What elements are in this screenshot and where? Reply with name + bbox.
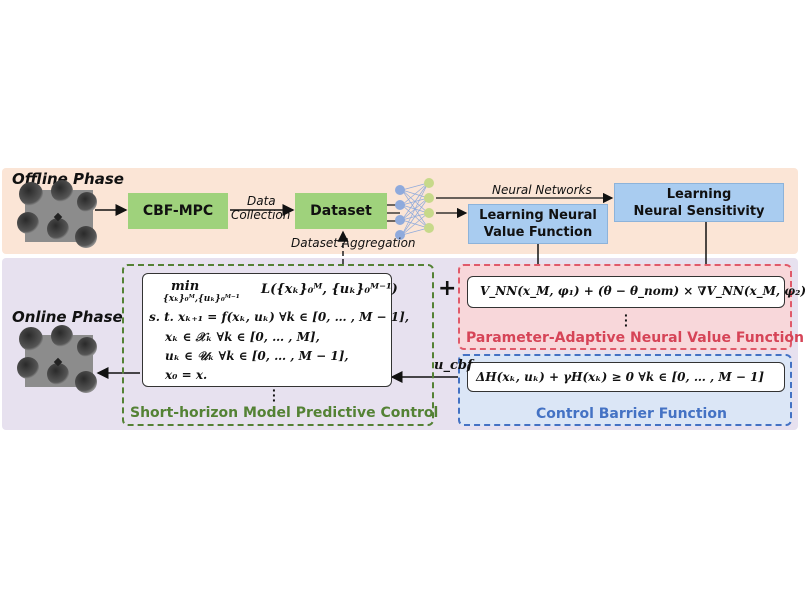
learning-sensitivity-line-1: Learning [666,186,732,202]
cbf-title: Control Barrier Function [536,406,727,422]
nn-input-node [395,230,405,240]
mpc-constraint-state: xₖ ∈ 𝒳ₖ ∀k ∈ [0, … , M], [165,330,320,344]
nn-input-node [395,185,405,195]
dataset-box: Dataset [295,193,387,229]
nn-hidden-node [424,208,434,218]
mpc-title: Short-horizon Model Predictive Control [130,405,439,421]
learning-value-line-2: Value Function [483,225,593,240]
data-collection-label-1: Data [247,194,276,208]
cbf-formula-box: ΔH(xₖ, uₖ) + γH(xₖ) ≥ 0 ∀k ∈ [0, … , M −… [467,362,785,392]
plus-sign: + [438,276,457,301]
nn-hidden-node [424,223,434,233]
mpc-min: min [171,279,200,294]
nvf-title: Parameter-Adaptive Neural Value Function [466,330,805,346]
nvf-formula-box: V_NN(x_M, φ₁) + (θ − θ_nom) × ∇V_NN(x_M,… [467,276,806,308]
mpc-constraint-input: uₖ ∈ 𝒰ₖ ∀k ∈ [0, … , M − 1], [165,349,349,363]
dataset-aggregation-label: Dataset Aggregation [291,236,416,250]
mpc-ellipsis: ··· [272,382,277,408]
cbf-mpc-box: CBF-MPC [128,193,228,229]
mpc-objective: L({xₖ}₀ᴹ, {uₖ}₀ᴹ⁻¹) [261,282,398,297]
data-collection-label-2: Collection [231,208,291,222]
nvf-ellipsis: ··· [624,307,629,333]
learning-value-line-1: Learning Neural [479,208,597,223]
learning-value-function-box: Learning Neural Value Function [468,204,608,244]
nn-input-node [395,200,405,210]
cbf-formula: ΔH(xₖ, uₖ) + γH(xₖ) ≥ 0 ∀k ∈ [0, … , M −… [476,370,765,384]
mpc-initial-condition: x₀ = x. [165,368,208,382]
online-phase-label: Online Phase [12,308,123,326]
nvf-formula: V_NN(x_M, φ₁) + (θ − θ_nom) × ∇V_NN(x_M,… [480,284,806,298]
nn-input-node [395,215,405,225]
mpc-min-subscript: {xₖ}₀ᴹ,{uₖ}₀ᴹ⁻¹ [163,294,240,304]
nn-hidden-node [424,193,434,203]
offline-phase-label: Offline Phase [12,170,124,188]
mpc-container [122,264,434,426]
nn-hidden-node [424,178,434,188]
learning-sensitivity-box: Learning Neural Sensitivity [614,183,784,222]
mpc-constraint-dynamics: s. t. xₖ₊₁ = f(xₖ, uₖ) ∀k ∈ [0, … , M − … [149,310,409,324]
online-scene-image [17,325,97,393]
mpc-formulation-box: min {xₖ}₀ᴹ,{uₖ}₀ᴹ⁻¹ L({xₖ}₀ᴹ, {uₖ}₀ᴹ⁻¹) … [142,273,409,387]
u-cbf-label: u_cbf [434,358,473,373]
offline-scene-image [17,180,97,248]
neural-networks-label: Neural Networks [492,183,592,197]
learning-sensitivity-line-2: Neural Sensitivity [633,203,765,219]
